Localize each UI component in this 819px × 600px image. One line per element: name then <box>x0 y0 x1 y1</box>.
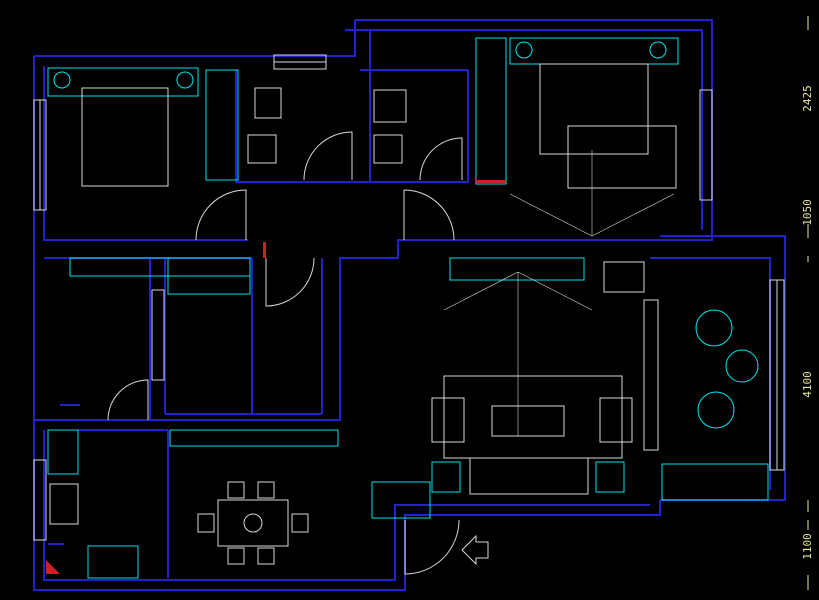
dimension-label: 1050 <box>800 199 814 226</box>
dimension-label: 1100 <box>800 533 814 560</box>
windows <box>33 54 785 541</box>
dimension-label: 2425 <box>800 85 814 112</box>
walls <box>33 19 786 591</box>
dimension-label: 4100 <box>800 371 814 398</box>
accent-marks <box>46 180 506 574</box>
lights <box>443 150 675 436</box>
doors <box>107 131 463 575</box>
furniture <box>47 37 769 579</box>
